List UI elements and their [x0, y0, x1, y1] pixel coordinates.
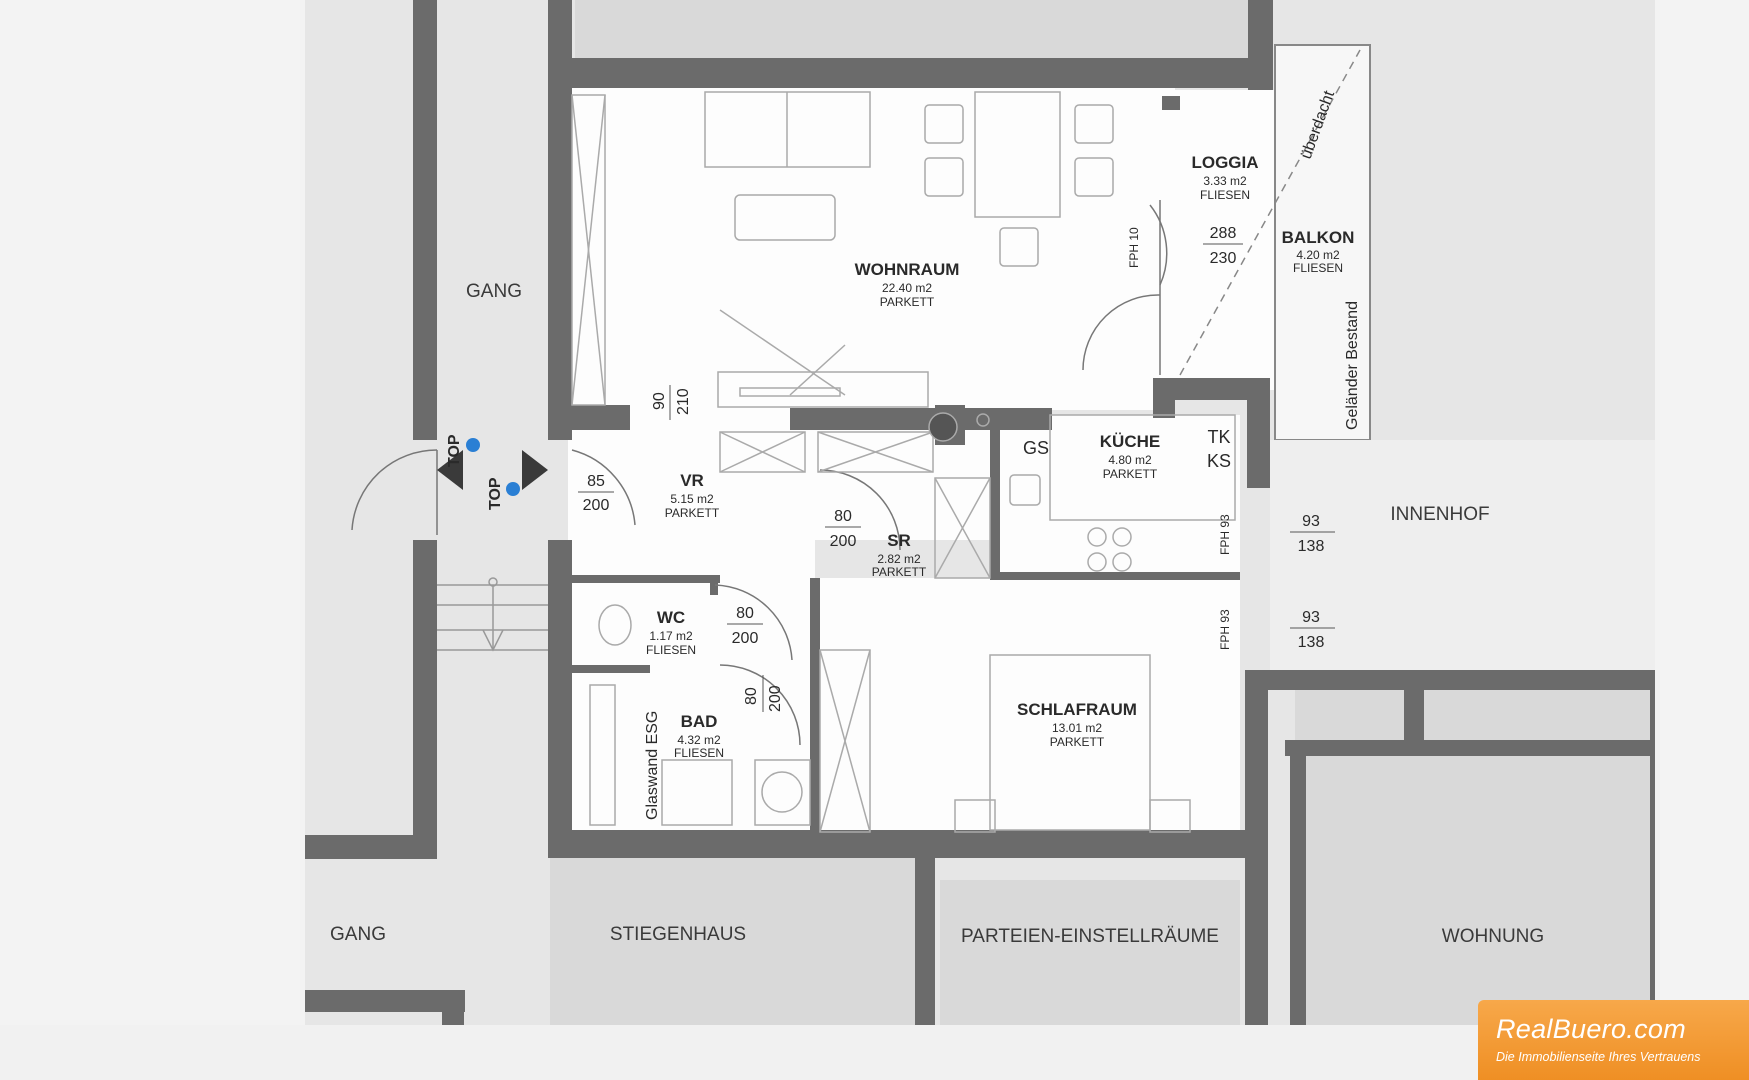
svg-text:230: 230 [1210, 250, 1237, 267]
svg-text:PARKETT: PARKETT [880, 295, 935, 309]
svg-text:13.01 m2: 13.01 m2 [1052, 721, 1102, 735]
entry-stairs [437, 577, 548, 652]
svg-text:WOHNRAUM: WOHNRAUM [855, 260, 960, 279]
furniture [571, 91, 1236, 833]
svg-text:WC: WC [657, 608, 685, 627]
svg-text:80: 80 [736, 605, 754, 622]
top-markers [437, 438, 548, 496]
svg-text:138: 138 [1298, 634, 1325, 651]
room-sr: SR 2.82 m2 PARKETT [872, 531, 927, 579]
fph93-b-label: FPH 93 [1218, 609, 1232, 650]
room-wohnraum: WOHNRAUM 22.40 m2 PARKETT [855, 260, 960, 309]
gs-label: GS [1023, 438, 1049, 458]
top-b-label: TOP [487, 477, 504, 510]
svg-text:200: 200 [767, 685, 784, 712]
svg-text:KÜCHE: KÜCHE [1100, 432, 1160, 451]
room-loggia: LOGGIA 3.33 m2 FLIESEN [1191, 153, 1258, 202]
brand-badge: RealBuero.com Die Immobilienseite Ihres … [1478, 1000, 1749, 1080]
svg-text:FLIESEN: FLIESEN [646, 643, 696, 657]
dimension-window-2: 93 138 [1290, 609, 1335, 651]
svg-text:FLIESEN: FLIESEN [1200, 188, 1250, 202]
svg-text:1.17 m2: 1.17 m2 [649, 629, 693, 643]
gelaender-label: Geländer Bestand [1344, 301, 1361, 430]
svg-text:4.32 m2: 4.32 m2 [677, 733, 721, 747]
dimension-bad-door: 80 200 [743, 675, 784, 712]
svg-text:BAD: BAD [681, 712, 718, 731]
ks-label: KS [1207, 451, 1231, 471]
top-marker-a-icon [466, 438, 480, 452]
room-wc: WC 1.17 m2 FLIESEN [646, 608, 696, 657]
dimension-loggia: 288 230 [1203, 225, 1243, 267]
fph10-label: FPH 10 [1127, 227, 1141, 268]
svg-text:VR: VR [680, 471, 704, 490]
svg-text:80: 80 [834, 508, 852, 525]
svg-text:200: 200 [830, 533, 857, 550]
area-gang-top: GANG [466, 281, 522, 302]
area-gang-bottom: GANG [330, 924, 386, 945]
dimension-sr-door: 80 200 [825, 508, 861, 550]
brand-slogan: Die Immobilienseite Ihres Vertrauens [1496, 1050, 1701, 1064]
svg-text:4.80 m2: 4.80 m2 [1108, 453, 1152, 467]
area-innenhof: INNENHOF [1390, 504, 1489, 525]
svg-text:SCHLAFRAUM: SCHLAFRAUM [1017, 700, 1137, 719]
svg-text:PARKETT: PARKETT [872, 565, 927, 579]
svg-text:LOGGIA: LOGGIA [1191, 153, 1258, 172]
tk-label: TK [1207, 427, 1230, 447]
svg-text:93: 93 [1302, 609, 1320, 626]
brand-name: RealBuero.com [1496, 1014, 1686, 1044]
area-stiegenhaus: STIEGENHAUS [610, 924, 746, 945]
svg-text:288: 288 [1210, 225, 1237, 242]
svg-text:PARKETT: PARKETT [1050, 735, 1105, 749]
svg-text:90: 90 [651, 392, 668, 410]
top-marker-b-icon [506, 482, 520, 496]
svg-text:BALKON: BALKON [1282, 228, 1355, 247]
top-a-label: TOP [446, 434, 463, 467]
svg-text:FLIESEN: FLIESEN [674, 746, 724, 760]
svg-text:SR: SR [887, 531, 911, 550]
room-bad: BAD 4.32 m2 FLIESEN [674, 712, 724, 760]
room-kueche: KÜCHE 4.80 m2 PARKETT [1100, 432, 1160, 481]
room-schlafraum: SCHLAFRAUM 13.01 m2 PARKETT [1017, 700, 1137, 749]
svg-text:138: 138 [1298, 538, 1325, 555]
dimension-vr-top: 90 210 [651, 385, 692, 420]
walls [305, 0, 1655, 1025]
svg-text:200: 200 [583, 497, 610, 514]
svg-text:4.20 m2: 4.20 m2 [1296, 248, 1340, 262]
svg-text:FLIESEN: FLIESEN [1293, 261, 1343, 275]
fph93-a-label: FPH 93 [1218, 514, 1232, 555]
dimension-entry: 85 200 [578, 473, 614, 514]
svg-text:PARKETT: PARKETT [665, 506, 720, 520]
svg-text:200: 200 [732, 630, 759, 647]
dimension-window-1: 93 138 [1290, 513, 1335, 555]
svg-text:210: 210 [675, 388, 692, 415]
room-balkon: BALKON 4.20 m2 FLIESEN [1282, 228, 1355, 275]
svg-text:3.33 m2: 3.33 m2 [1203, 174, 1247, 188]
room-vr: VR 5.15 m2 PARKETT [665, 471, 720, 520]
svg-text:PARKETT: PARKETT [1103, 467, 1158, 481]
area-parteien: PARTEIEN-EINSTELLRÄUME [961, 926, 1219, 947]
svg-text:85: 85 [587, 473, 605, 490]
area-wohnung: WOHNUNG [1442, 926, 1544, 947]
svg-text:22.40 m2: 22.40 m2 [882, 281, 932, 295]
svg-text:80: 80 [743, 687, 760, 705]
apartment-interior [568, 88, 1275, 833]
dimension-wc-door: 80 200 [727, 605, 763, 647]
glaswand-label: Glaswand ESG [644, 711, 661, 820]
svg-text:93: 93 [1302, 513, 1320, 530]
svg-text:2.82 m2: 2.82 m2 [877, 552, 921, 566]
svg-text:5.15 m2: 5.15 m2 [670, 492, 714, 506]
